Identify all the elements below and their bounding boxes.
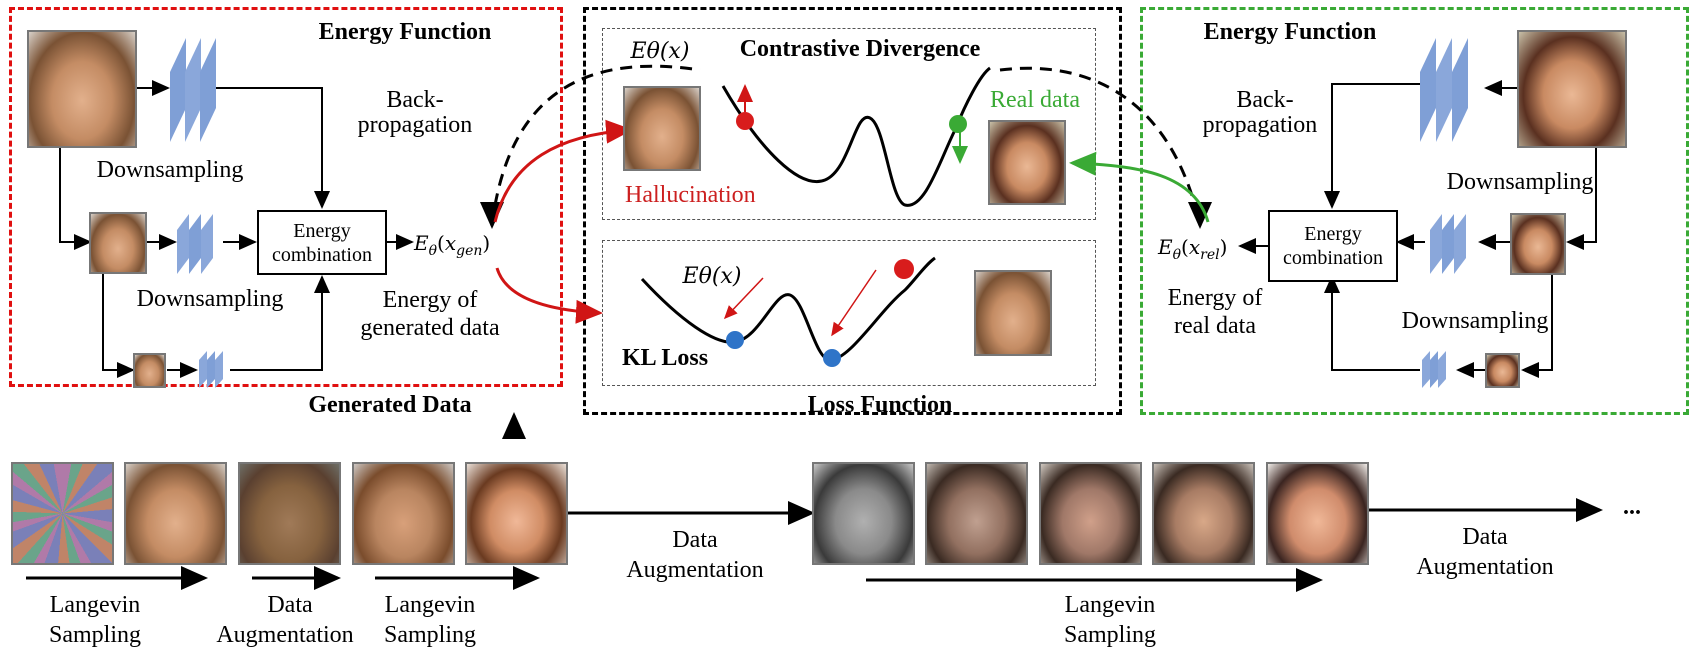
kl-energy-label: Eθ(x) bbox=[682, 264, 742, 289]
left-energy-of-label-1: Energy of bbox=[382, 287, 478, 313]
step4-label-line1: Langevin bbox=[1064, 592, 1156, 618]
left-downsampling-label-2: Downsampling bbox=[136, 286, 284, 312]
layer-block-icon-large-right bbox=[1420, 38, 1468, 142]
right-backprop-label-2: propagation bbox=[1202, 112, 1318, 138]
loss-sample-gray bbox=[812, 462, 915, 565]
mid-augmentation-label-line1: Data bbox=[672, 527, 718, 553]
continuation-ellipsis: ... bbox=[1623, 494, 1641, 520]
layer-block-icon-small-right bbox=[1422, 351, 1446, 388]
layer-block-icon-large bbox=[170, 38, 216, 142]
step4-label-line2: Sampling bbox=[1063, 622, 1156, 648]
langevin-sample-2 bbox=[352, 462, 455, 565]
generated-data-title: Generated Data bbox=[308, 392, 472, 418]
hallucination-label: Hallucination bbox=[625, 182, 756, 208]
right-downsampling-label-2: Downsampling bbox=[1401, 308, 1549, 334]
generated-face-image-medium bbox=[89, 212, 147, 274]
real-face-image-medium bbox=[1510, 213, 1566, 275]
right-energy-of-label-2: real data bbox=[1174, 313, 1256, 339]
step3-label-line2: Sampling bbox=[383, 622, 476, 648]
left-energy-function-panel bbox=[9, 7, 563, 387]
step3-label-line1: Langevin bbox=[384, 592, 476, 618]
loss-sample-5 bbox=[1266, 462, 1369, 565]
end-augmentation-label-line2: Augmentation bbox=[1416, 554, 1554, 580]
augmented-sample-1 bbox=[238, 462, 341, 565]
mid-augmentation-label-line2: Augmentation bbox=[626, 557, 764, 583]
right-energy-combination-box: Energy combination bbox=[1268, 210, 1398, 282]
right-backprop-label-1: Back- bbox=[1236, 87, 1294, 113]
kl-loss-title: KL Loss bbox=[622, 345, 709, 371]
left-downsampling-label-1: Downsampling bbox=[96, 157, 244, 183]
left-backprop-label-2: propagation bbox=[357, 112, 473, 138]
real-face-image-small bbox=[1485, 353, 1520, 388]
right-panel-title: Energy Function bbox=[1203, 19, 1377, 45]
loss-sample-2 bbox=[925, 462, 1028, 565]
left-energy-combination-line1: Energy bbox=[293, 219, 351, 242]
layer-block-icon-medium-right bbox=[1430, 214, 1466, 274]
real-face-image-large bbox=[1517, 30, 1627, 148]
right-energy-combination-line2: combination bbox=[1283, 247, 1383, 269]
left-energy-combination-box: Energy combination bbox=[257, 210, 387, 275]
right-energy-combination-line1: Energy bbox=[1304, 223, 1362, 245]
hallucination-face-image bbox=[623, 86, 701, 171]
left-output-energy-symbol: Eθ(xgen) bbox=[414, 231, 491, 259]
loss-sample-4 bbox=[1152, 462, 1255, 565]
center-loss-panel bbox=[583, 7, 1122, 415]
left-energy-of-label-2: generated data bbox=[360, 315, 500, 341]
real-data-label: Real data bbox=[990, 87, 1080, 113]
left-backprop-label-1: Back- bbox=[386, 87, 444, 113]
right-energy-of-label-1: Energy of bbox=[1167, 285, 1263, 311]
cd-title: Contrastive Divergence bbox=[739, 36, 981, 62]
backpropagation-arc bbox=[490, 64, 1202, 226]
generated-face-image-small bbox=[133, 353, 166, 388]
cd-energy-label: Eθ(x) bbox=[630, 39, 690, 64]
step2-label-line2: Augmentation bbox=[216, 622, 354, 648]
step1-label-line2: Sampling bbox=[48, 622, 141, 648]
real-data-face-image bbox=[988, 120, 1066, 205]
loss-sample-3 bbox=[1039, 462, 1142, 565]
right-output-energy-symbol: Eθ(xrel) bbox=[1158, 235, 1228, 263]
left-panel-title: Energy Function bbox=[318, 19, 492, 45]
layer-block-icon-small bbox=[199, 351, 223, 388]
kl-energy-curve bbox=[640, 256, 936, 362]
langevin-sample-1 bbox=[124, 462, 227, 565]
noise-image bbox=[11, 462, 114, 565]
step2-label-line1: Data bbox=[267, 592, 313, 618]
end-augmentation-label-line1: Data bbox=[1462, 524, 1508, 550]
left-energy-combination-line2: combination bbox=[272, 243, 372, 266]
loss-function-title: Loss Function bbox=[807, 392, 953, 418]
right-downsampling-label-1: Downsampling bbox=[1446, 169, 1594, 195]
contrastive-divergence-box bbox=[602, 28, 1096, 220]
generated-face-image-large bbox=[27, 30, 137, 148]
langevin-sample-3 bbox=[465, 462, 568, 565]
layer-block-icon-medium bbox=[177, 214, 213, 274]
kl-generated-face-image bbox=[974, 270, 1052, 356]
step1-label-line1: Langevin bbox=[49, 592, 141, 618]
right-energy-function-panel bbox=[1140, 7, 1689, 415]
